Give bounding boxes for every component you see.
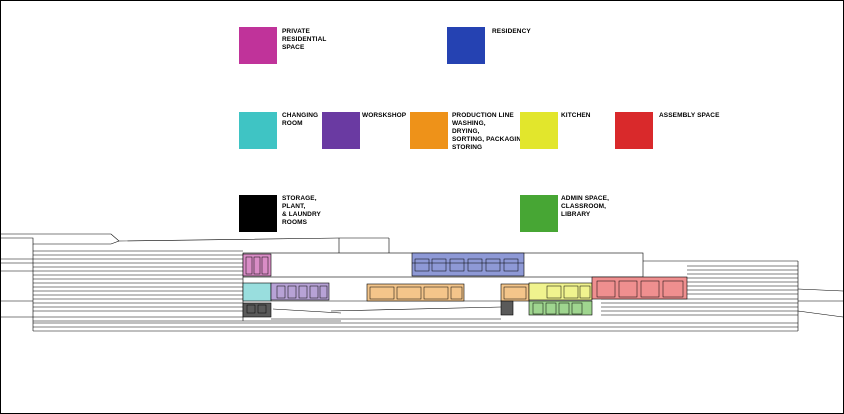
roofline-left — [1, 233, 389, 242]
block-storage — [242, 302, 272, 318]
legend-swatch-kitchen — [520, 112, 558, 149]
legend-label-production-line: PRODUCTION LINE WASHING, DRYING, SORTING… — [452, 112, 529, 151]
block-private-residential — [242, 253, 272, 277]
legend-label-workshop: WORSKSHOP — [362, 112, 407, 119]
siding-left — [33, 250, 243, 312]
legend-swatch-assembly — [615, 112, 653, 149]
legend-label-admin: ADMIN SPACE, CLASSROOM, LIBRARY — [561, 195, 610, 218]
block-admin — [528, 300, 593, 316]
block-workshop — [270, 282, 330, 301]
legend-label-assembly: ASSEMBLY SPACE — [659, 112, 720, 119]
legend-swatch-admin — [520, 195, 558, 232]
block-production-line-2 — [500, 283, 530, 302]
legend-swatch-changing-room — [239, 112, 277, 149]
legend-swatch-workshop — [322, 112, 360, 149]
block-storage-2 — [500, 300, 514, 316]
block-changing-room — [242, 282, 272, 302]
legend-label-kitchen: KITCHEN — [561, 112, 591, 119]
legend-label-changing-room: CHANGING ROOM — [282, 112, 319, 127]
legend-label-storage: STORAGE, PLANT, & LAUNDRY ROOMS — [282, 195, 321, 226]
legend-label-private-residential: PRIVATE RESIDENTIAL SPACE — [282, 28, 327, 51]
legend-label-residency: RESIDENCY — [492, 28, 531, 35]
legend-swatch-private-residential — [239, 27, 277, 64]
block-kitchen — [528, 282, 593, 301]
block-assembly — [591, 276, 688, 300]
block-production-line — [366, 283, 465, 302]
legend-swatch-production-line — [410, 112, 448, 149]
legend-swatch-storage — [239, 195, 277, 232]
legend-swatch-residency — [447, 27, 485, 64]
